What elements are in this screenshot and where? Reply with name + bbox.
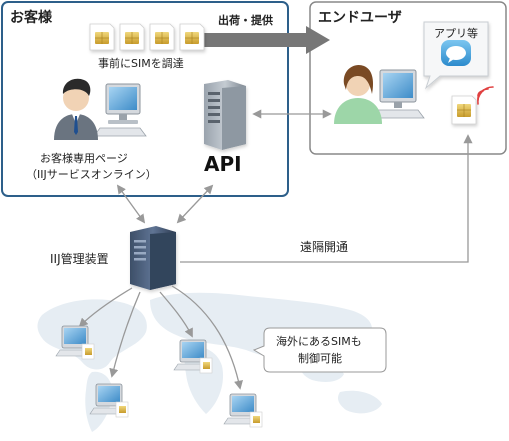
ship-label: 出荷・提供 [218,14,273,27]
sim-card-icon [451,95,477,125]
desktop-computer-icon [223,393,263,428]
portal-label-line2: （IIJサービスオンライン） [26,168,157,181]
server-tower-icon [204,80,246,150]
end-user-box [309,1,507,155]
callout-line2: 制御可能 [298,352,342,365]
desktop-computer-icon [89,383,129,418]
end-user-title: エンドユーザ [318,10,402,26]
remote-activation-label: 遠隔開通 [300,240,349,254]
portal-label-line1: お客様専用ページ [40,152,128,165]
api-management-connector [176,184,214,224]
sim-card-icon [89,23,205,51]
end-user-icon [334,64,425,124]
server-tower-icon [130,226,176,290]
portal-management-connector [116,184,146,224]
overseas-connectors [78,285,243,390]
chat-bubble-icon [423,21,489,90]
desktop-computer-icon [55,325,95,360]
app-label: アプリ等 [434,27,478,40]
callout-line1: 海外にあるSIMも [276,335,362,348]
api-label: API [204,152,242,176]
customer-operator-icon [54,78,147,140]
procure-label: 事前にSIMを調達 [98,57,184,70]
desktop-computer-icon [173,339,213,374]
customer-title: お客様 [10,10,52,26]
ship-arrow [186,26,330,54]
management-device-label: IIJ管理装置 [50,252,109,266]
wireless-signal-icon [477,86,494,105]
remote-activation-connector [180,134,473,263]
callout-bubble [252,327,387,373]
